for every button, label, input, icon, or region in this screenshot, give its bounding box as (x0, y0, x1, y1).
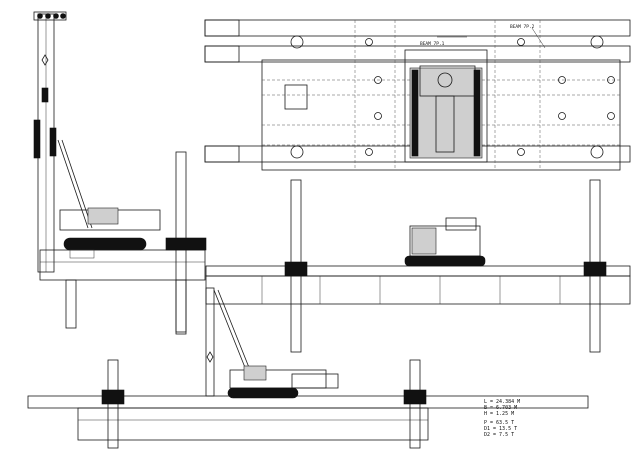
spud-well (284, 261, 308, 277)
spec-height: H = 1.25 M (484, 411, 514, 417)
boom-stay (217, 289, 255, 381)
spud-hole (290, 35, 304, 49)
crawler-track-side (404, 255, 486, 267)
spec-length: L = 24.384 M (484, 399, 520, 405)
manhole (517, 38, 525, 46)
crane-cab (243, 365, 267, 381)
bottom-hull (77, 407, 429, 441)
crane-counterweight (445, 217, 477, 231)
crawler-track-right (473, 69, 481, 157)
boom-plan (435, 95, 455, 153)
pile-segment (49, 127, 57, 157)
sheave (53, 13, 59, 19)
spud-well (403, 389, 427, 405)
leader-diamond (41, 54, 49, 66)
mast-head (33, 11, 67, 21)
spud-leg-lower (175, 279, 187, 335)
spud-well (101, 389, 125, 405)
leader-diamond (206, 351, 214, 363)
plan-beam-top (204, 19, 631, 37)
manhole (374, 76, 382, 84)
crawler-track-left (411, 69, 419, 157)
spud-well (165, 237, 207, 251)
crane-cab (87, 207, 119, 225)
side-beam (205, 265, 631, 277)
plan-view: BEAM 7P.1 BEAM 7P.2 (204, 19, 631, 171)
pontoon-hull (39, 249, 206, 281)
beam-end-cap (204, 19, 240, 37)
slew-ring (437, 72, 453, 88)
beam-end-cap (204, 145, 240, 163)
sheave (45, 13, 51, 19)
manhole (374, 112, 382, 120)
side-elevation (205, 179, 631, 353)
boom-stay (57, 139, 89, 229)
spec-capacity: P = 63.5 T (484, 420, 514, 426)
crane-body-plan (409, 67, 483, 159)
spud-well (583, 261, 607, 277)
pontoon-deck (261, 59, 621, 171)
manhole (365, 148, 373, 156)
crawler-track (227, 387, 299, 399)
crane-counterweight (291, 373, 339, 389)
leader-mast (205, 287, 215, 397)
manhole (607, 76, 615, 84)
sheave (37, 13, 43, 19)
spec-breadth: B = 6.703 M (484, 405, 517, 411)
spec-draft-1: D1 = 13.5 T (484, 426, 517, 432)
hatch-marker (531, 27, 546, 49)
manhole (607, 112, 615, 120)
bottom-elevation (27, 287, 589, 449)
manhole (558, 76, 566, 84)
sheave (60, 13, 66, 19)
manhole (365, 38, 373, 46)
pile-segment (33, 119, 41, 159)
crawler-track (63, 237, 147, 251)
deck-hatch (284, 84, 308, 110)
spec-draft-2: D2 = 7.5 T (484, 432, 514, 438)
spud-hole (590, 145, 604, 159)
beam-end-cap (204, 45, 240, 63)
dimension-box (69, 249, 95, 259)
left-elevation (33, 11, 207, 335)
hammer-block (41, 87, 49, 103)
boom-stay (61, 139, 93, 229)
crane-cab-side (411, 227, 437, 255)
crane-plan-outline (404, 49, 488, 163)
spud-leg-lower (65, 279, 77, 329)
spud-hole (590, 35, 604, 49)
plan-hatch-label: BEAM 7P.2 (510, 24, 535, 30)
spec-table: L = 24.384 M B = 6.703 M H = 1.25 M P = … (484, 399, 520, 438)
spud-hole (290, 145, 304, 159)
manhole (517, 148, 525, 156)
manhole (558, 112, 566, 120)
plan-hatch-label: BEAM 7P.1 (420, 41, 445, 47)
side-hull (205, 275, 631, 305)
boom-stay (213, 289, 251, 381)
